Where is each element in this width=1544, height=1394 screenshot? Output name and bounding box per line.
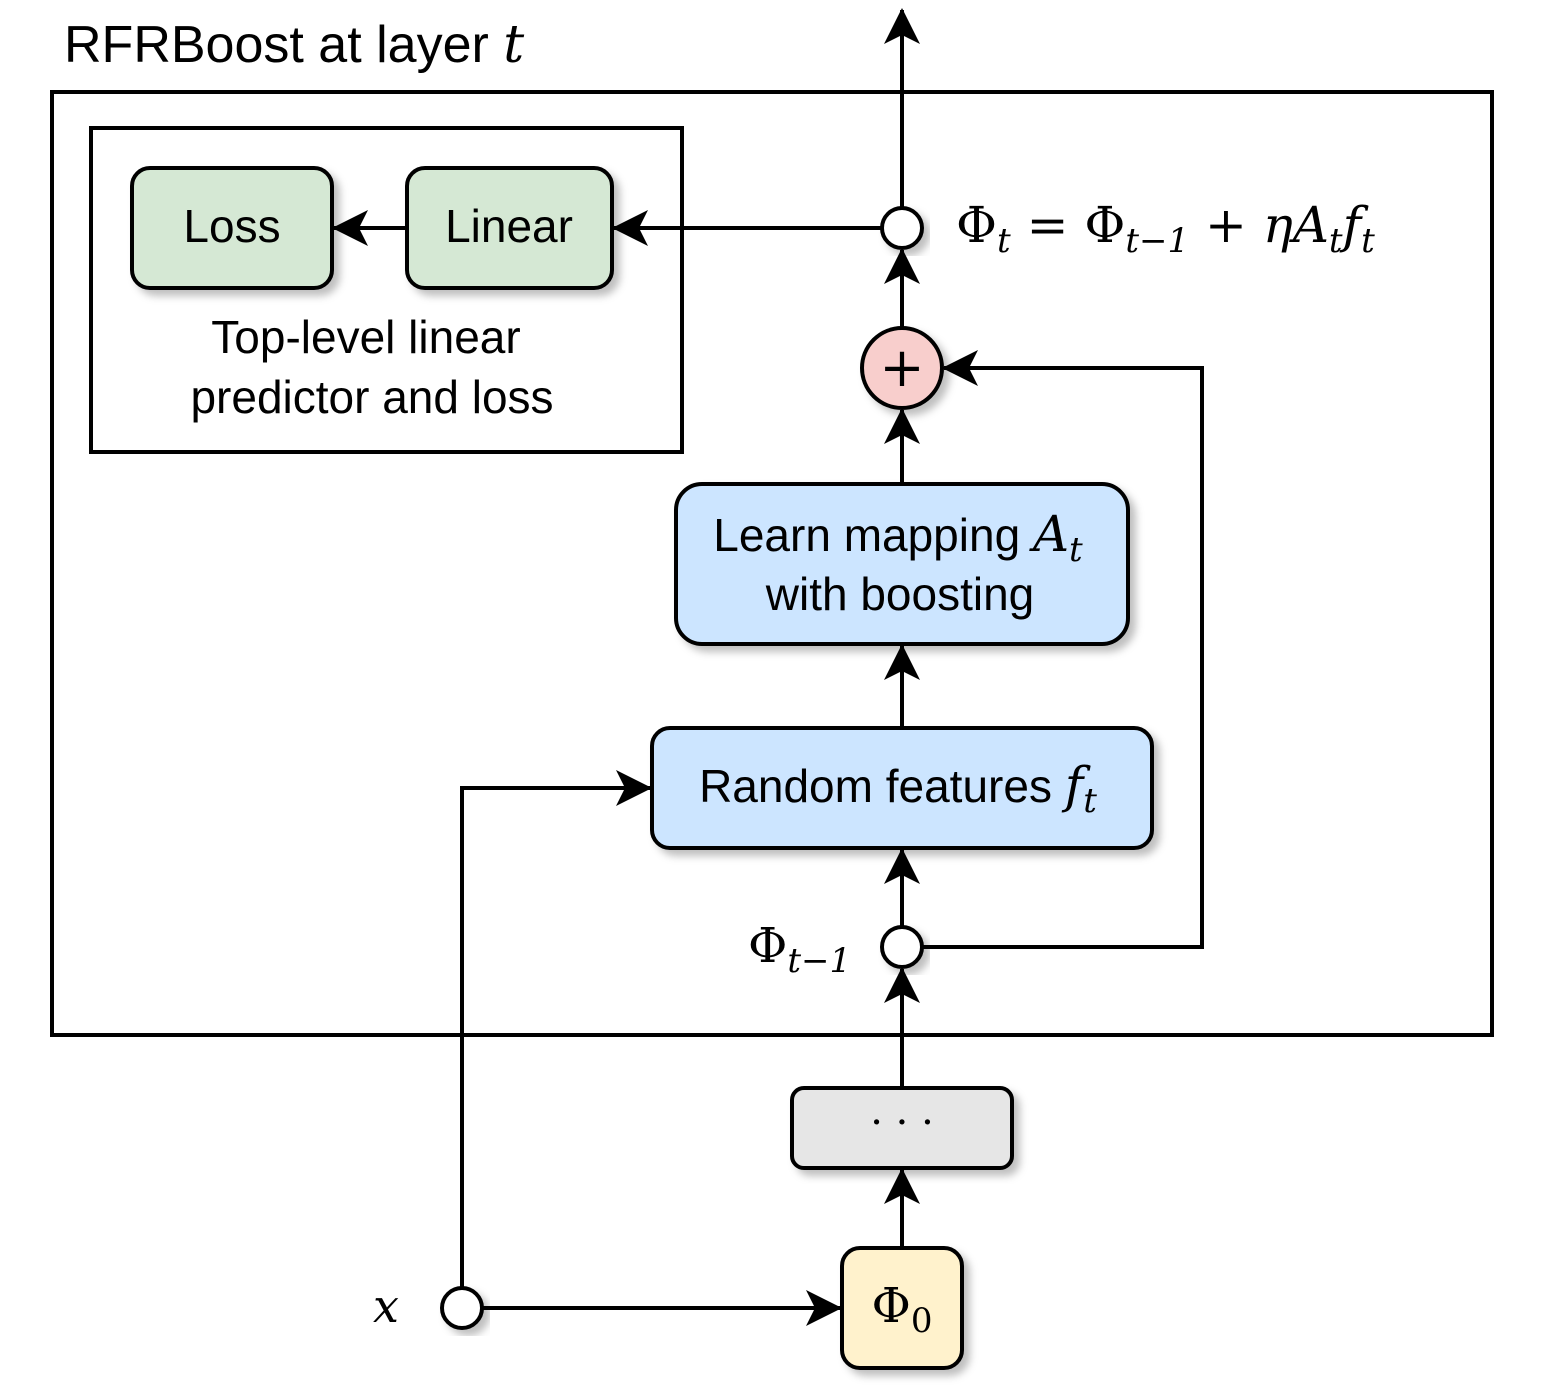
learn-mapping-box[interactable] — [674, 482, 1130, 646]
skip-connection — [922, 350, 1204, 949]
x-label: x — [373, 1279, 399, 1333]
ellipsis-label: · · · — [870, 1100, 934, 1146]
linear-label: Linear — [445, 200, 573, 252]
phi-prev-label: Φt−1 — [748, 918, 851, 981]
ellipsis-box[interactable] — [790, 1086, 1014, 1170]
panel-caption-line1: Top-level linear — [211, 311, 520, 363]
sum-node[interactable] — [860, 326, 944, 410]
top-level-panel — [89, 126, 684, 454]
layer-frame — [50, 90, 1494, 1037]
phi-t-node[interactable] — [880, 206, 924, 250]
panel-caption-line2: predictor and loss — [190, 371, 553, 423]
x-node[interactable] — [440, 1286, 484, 1330]
diagram-title: RFRBoost at layer t — [64, 15, 524, 75]
random-features-label: Random features ft — [699, 756, 1097, 821]
arrow-x-to-rf — [460, 770, 652, 1288]
update-equation: Φt = Φt−1 + ηAtft — [956, 196, 1375, 261]
phi0-label: Φ0 — [872, 1278, 933, 1341]
loss-label: Loss — [183, 200, 280, 252]
sum-plus-symbol: + — [879, 336, 924, 399]
random-features-box[interactable] — [650, 726, 1154, 850]
phi-prev-node[interactable] — [880, 925, 924, 969]
phi0-box[interactable] — [840, 1246, 964, 1370]
learn-mapping-line1: Learn mapping At — [713, 505, 1083, 570]
learn-mapping-line2: with boosting — [765, 568, 1035, 620]
